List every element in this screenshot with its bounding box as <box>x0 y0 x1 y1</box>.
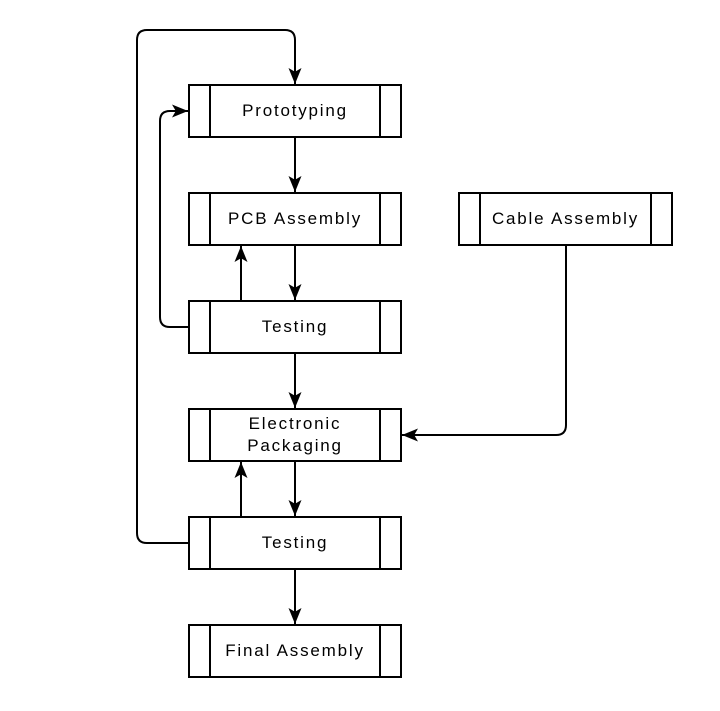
node-label: Cable Assembly <box>491 209 640 228</box>
node-testing-1: Testing <box>188 300 402 354</box>
edge-testing2-to-prototyping <box>136 29 302 544</box>
node-label-line1: Electronic <box>248 414 342 433</box>
node-label: PCB Assembly <box>227 209 363 228</box>
process-bar-left <box>209 194 211 244</box>
process-bar-left <box>209 410 211 460</box>
node-prototyping: Prototyping <box>188 84 402 138</box>
process-bar-left <box>209 518 211 568</box>
edge-testing1-to-prototyping <box>159 104 188 328</box>
process-bar-left <box>209 86 211 136</box>
node-label-line2: Packaging <box>247 436 343 455</box>
process-bar-left <box>479 194 481 244</box>
process-bar-right <box>379 410 381 460</box>
node-final-assembly: Final Assembly <box>188 624 402 678</box>
process-bar-right <box>379 626 381 676</box>
process-bar-left <box>209 302 211 352</box>
node-testing-2: Testing <box>188 516 402 570</box>
node-label: Testing <box>261 533 329 552</box>
process-bar-right <box>379 518 381 568</box>
node-electronic-packaging: Electronic Packaging <box>188 408 402 462</box>
node-label: Final Assembly <box>225 641 365 660</box>
process-bar-left <box>209 626 211 676</box>
node-label: Testing <box>261 317 329 336</box>
process-bar-right <box>379 194 381 244</box>
process-bar-right <box>379 302 381 352</box>
process-bar-right <box>650 194 652 244</box>
node-label: Prototyping <box>242 101 348 120</box>
node-pcb-assembly: PCB Assembly <box>188 192 402 246</box>
node-cable-assembly: Cable Assembly <box>458 192 673 246</box>
edge-cable-to-packaging <box>402 246 567 442</box>
process-bar-right <box>379 86 381 136</box>
